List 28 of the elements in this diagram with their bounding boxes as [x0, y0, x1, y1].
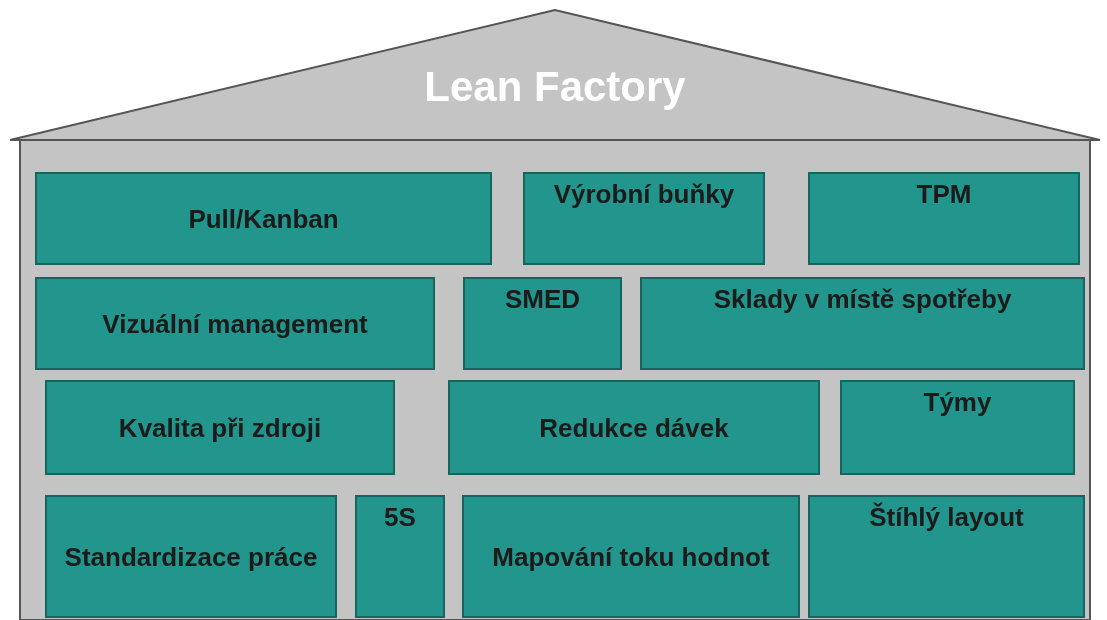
pillar-block: [640, 277, 1085, 370]
block-label: TPM: [916, 178, 972, 210]
pillar-block: [463, 277, 622, 370]
block-label: Vizuální management: [102, 307, 368, 340]
pillar-block: [45, 380, 395, 475]
block-label: Redukce dávek: [539, 411, 729, 444]
block-label: Týmy: [923, 386, 992, 418]
pillar-block: [523, 172, 765, 265]
pillar-block: [840, 380, 1075, 475]
block-label: Mapování toku hodnot: [492, 540, 770, 573]
house-title: Lean Factory: [424, 64, 686, 110]
block-label: Výrobní buňky: [553, 178, 735, 210]
block-label: Sklady v místě spotřeby: [713, 283, 1012, 315]
block-label: Pull/Kanban: [188, 202, 339, 235]
block-label: Kvalita při zdroji: [118, 411, 322, 444]
house-shape: [8, 8, 1102, 620]
block-label: Standardizace práce: [64, 540, 318, 573]
pillar-block: [462, 495, 800, 618]
block-label: SMED: [504, 283, 581, 315]
pillar-block: [808, 172, 1080, 265]
pillar-block: [35, 277, 435, 370]
pillar-block: [35, 172, 492, 265]
pillar-block: [45, 495, 337, 618]
pillar-block: [448, 380, 820, 475]
block-label: Štíhlý layout: [869, 501, 1024, 533]
block-label: 5S: [384, 501, 416, 533]
pillar-block: [355, 495, 445, 618]
pillar-block: [808, 495, 1085, 618]
